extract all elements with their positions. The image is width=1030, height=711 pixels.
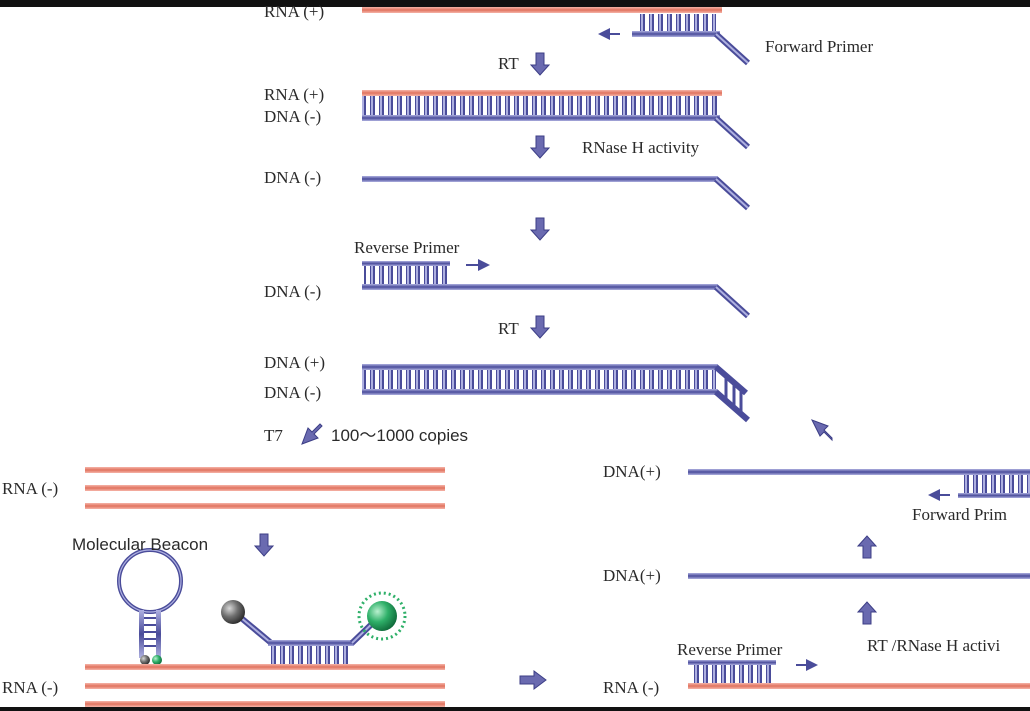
- label-dna-minus-4: DNA (-): [264, 383, 322, 402]
- label-rna-minus-2: RNA (-): [2, 678, 59, 697]
- label-reverse-primer-1: Reverse Primer: [354, 238, 460, 257]
- label-dna-minus-2: DNA (-): [264, 168, 322, 187]
- step4-reverse-primer: [362, 259, 490, 284]
- label-reverse-primer-2: Reverse Primer: [677, 640, 783, 659]
- bottom-border: [0, 707, 1030, 711]
- up-arrow-2: [856, 601, 878, 625]
- beacon-bound: [221, 591, 407, 664]
- label-forward-primer-2: Forward Prim: [912, 505, 1007, 524]
- right-dna-plus-top: [688, 469, 1030, 501]
- label-rnase-h: RNase H activity: [582, 138, 700, 157]
- up-arrow-1: [856, 535, 878, 559]
- right-arrow: [519, 670, 547, 690]
- rt-arrow-2: [529, 315, 551, 339]
- label-rt-2: RT: [498, 319, 519, 338]
- rna-minus-copies: [85, 467, 445, 509]
- label-rt-1: RT: [498, 54, 519, 73]
- label-copies: 100～1000 copies: [331, 426, 469, 445]
- label-dna-plus-3: DNA(+): [603, 566, 661, 585]
- rna-minus-bottom: [85, 664, 445, 707]
- t7-arrow: [301, 423, 323, 445]
- right-dna-plus-mid: [688, 573, 1030, 579]
- label-dna-minus-1: DNA (-): [264, 107, 322, 126]
- step4-dna-minus: [362, 284, 751, 319]
- label-t7: T7: [264, 426, 283, 445]
- right-rna-minus: [688, 659, 1030, 689]
- top-border: [0, 0, 1030, 7]
- label-molecular-beacon: Molecular Beacon: [72, 535, 209, 554]
- beacon-down-arrow: [253, 533, 275, 557]
- rnase-arrow: [529, 135, 551, 159]
- label-dna-plus-1: DNA (+): [264, 353, 326, 372]
- label-rna-plus-1: RNA (+): [264, 2, 325, 21]
- label-forward-primer-1: Forward Primer: [765, 37, 874, 56]
- step1-rna-strand: [362, 7, 722, 13]
- label-rt-rnase: RT /RNase H activi: [867, 636, 1001, 655]
- step1-forward-primer: [598, 14, 751, 66]
- label-dna-plus-2: DNA(+): [603, 462, 661, 481]
- cycle-return-arrow: [810, 419, 833, 442]
- label-rna-minus-3: RNA (-): [603, 678, 660, 697]
- label-rna-minus-1: RNA (-): [2, 479, 59, 498]
- step3-dna-minus: [362, 176, 751, 211]
- step2-hybrid: [362, 90, 751, 150]
- step5-dsdna: [362, 364, 750, 423]
- label-rna-plus-2: RNA (+): [264, 85, 325, 104]
- down-arrow-3: [529, 217, 551, 241]
- label-dna-minus-3: DNA (-): [264, 282, 322, 301]
- rt-arrow-1: [529, 52, 551, 76]
- beacon-hairpin: [117, 548, 183, 665]
